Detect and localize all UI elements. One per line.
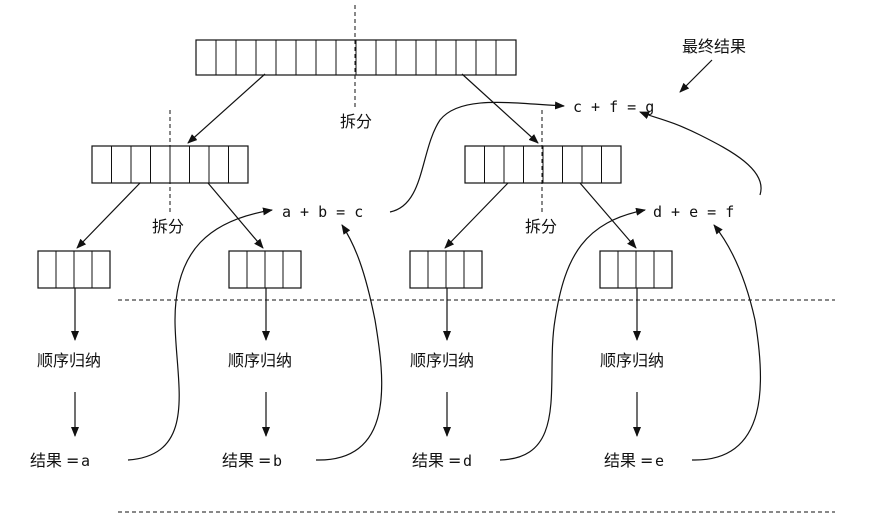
result-value: a [81, 452, 90, 470]
leaf-array-1 [37, 250, 111, 289]
leaf-array-2 [228, 250, 302, 289]
split-arrow-right-leaf3 [444, 182, 509, 249]
combine-curve-d [499, 207, 646, 461]
split-arrow-left-leaf1 [76, 182, 141, 249]
result-1: 结果 = a [30, 451, 90, 470]
result-equals: = [448, 451, 461, 470]
result-label: 结果 [30, 451, 62, 470]
sequential-reduction-1: 顺序归纳 [37, 351, 101, 370]
result-label: 结果 [222, 451, 254, 470]
combine-cf: c + f = g [573, 98, 654, 116]
split-label-left: 拆分 [152, 217, 184, 236]
combine-de: d + e = f [653, 203, 734, 221]
result-2: 结果 = b [222, 451, 282, 470]
leaf-array-3 [409, 250, 483, 289]
root-array [195, 39, 517, 76]
split-arrow-root-right [461, 73, 539, 144]
sequential-reduction-4: 顺序归纳 [600, 351, 664, 370]
split-arrow-root-left [187, 73, 266, 144]
result-equals: = [66, 451, 79, 470]
sequential-reduction-3: 顺序归纳 [410, 351, 474, 370]
result-4: 结果 = e [604, 451, 664, 470]
combine-curve-f [639, 111, 762, 196]
final-result-arrow [679, 59, 713, 93]
combine-curve-c [389, 101, 565, 213]
result-label: 结果 [412, 451, 444, 470]
final-result-label: 最终结果 [682, 37, 746, 56]
result-value: b [273, 452, 282, 470]
split-arrow-left-leaf2 [207, 182, 264, 249]
result-value: e [655, 452, 664, 470]
right-sub-array [464, 145, 622, 184]
result-value: d [463, 452, 472, 470]
split-arrow-right-leaf4 [579, 182, 637, 249]
sequential-reduction-2: 顺序归纳 [228, 351, 292, 370]
result-3: 结果 = d [412, 451, 472, 470]
leaf-array-4 [599, 250, 673, 289]
result-label: 结果 [604, 451, 636, 470]
split-label-right: 拆分 [525, 217, 557, 236]
combine-curve-e [691, 224, 762, 461]
left-sub-array [91, 145, 249, 184]
split-label-root: 拆分 [340, 112, 372, 131]
result-equals: = [258, 451, 271, 470]
combine-curve-b [315, 224, 383, 461]
combine-ab: a + b = c [282, 203, 363, 221]
result-equals: = [640, 451, 653, 470]
combine-curve-a [127, 207, 273, 461]
